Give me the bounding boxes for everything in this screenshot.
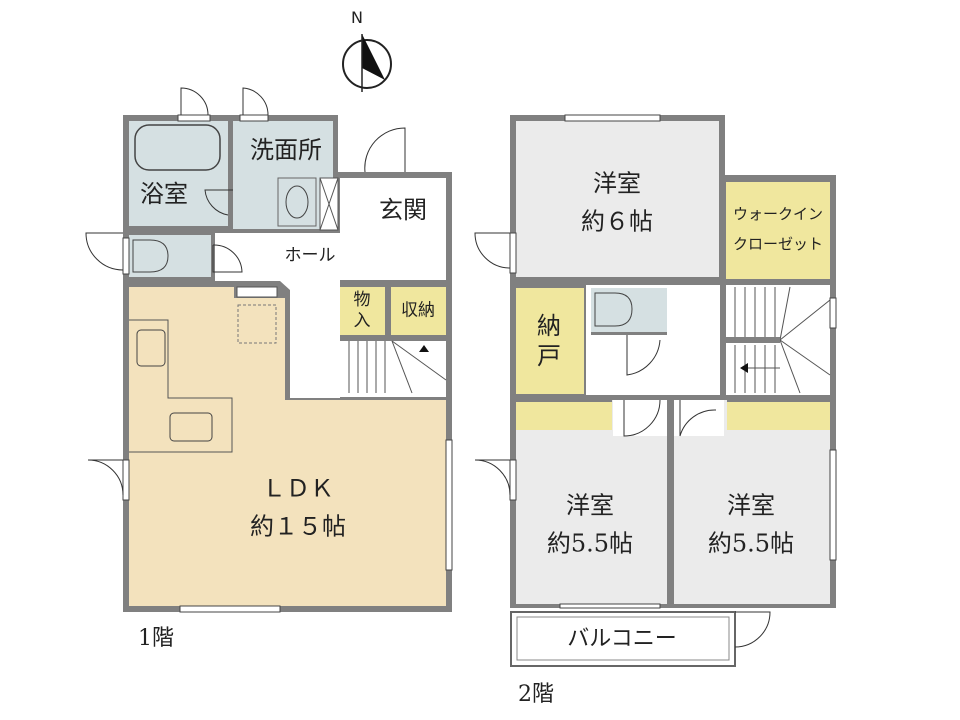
label-hall: ホール: [284, 245, 336, 266]
label-walkin-closet: ウォークインクローゼット: [732, 205, 824, 253]
room-western-left: [516, 400, 667, 604]
label-nando: 納戸: [537, 312, 561, 370]
floor2-label: 2階: [518, 682, 554, 707]
label-bath: 浴室: [140, 180, 188, 208]
compass-label: N: [351, 8, 363, 27]
north-compass-icon: [342, 34, 392, 92]
label-western-6: 洋室約６帖: [581, 169, 653, 236]
room-hall: [215, 233, 378, 398]
floor2-plan: [474, 114, 837, 667]
label-washroom: 洗面所: [250, 136, 322, 164]
label-western-right: 洋室約5.5帖: [707, 491, 795, 558]
label-closet: 物入: [353, 289, 371, 331]
room-bath: [129, 121, 228, 226]
hall-2f: [586, 285, 720, 395]
floor1-plan: [85, 87, 453, 613]
room-ldk: [129, 287, 446, 606]
room-walkin-closet: [726, 182, 830, 279]
room-closet: [340, 287, 385, 335]
closet-right: [727, 402, 830, 430]
room-storage: [391, 287, 446, 335]
room-toilet-1f: [129, 235, 211, 277]
floor1-label: 1階: [138, 626, 174, 651]
label-entrance: 玄関: [379, 196, 427, 224]
closet-left: [516, 402, 612, 430]
room-western-right: [674, 400, 830, 604]
label-balcony: バルコニー: [567, 626, 677, 652]
balcony: [510, 611, 736, 667]
room-western-6: [516, 121, 719, 277]
room-nando: [516, 288, 584, 394]
label-storage: 収納: [401, 300, 435, 321]
label-western-left: 洋室約5.5帖: [546, 491, 634, 558]
